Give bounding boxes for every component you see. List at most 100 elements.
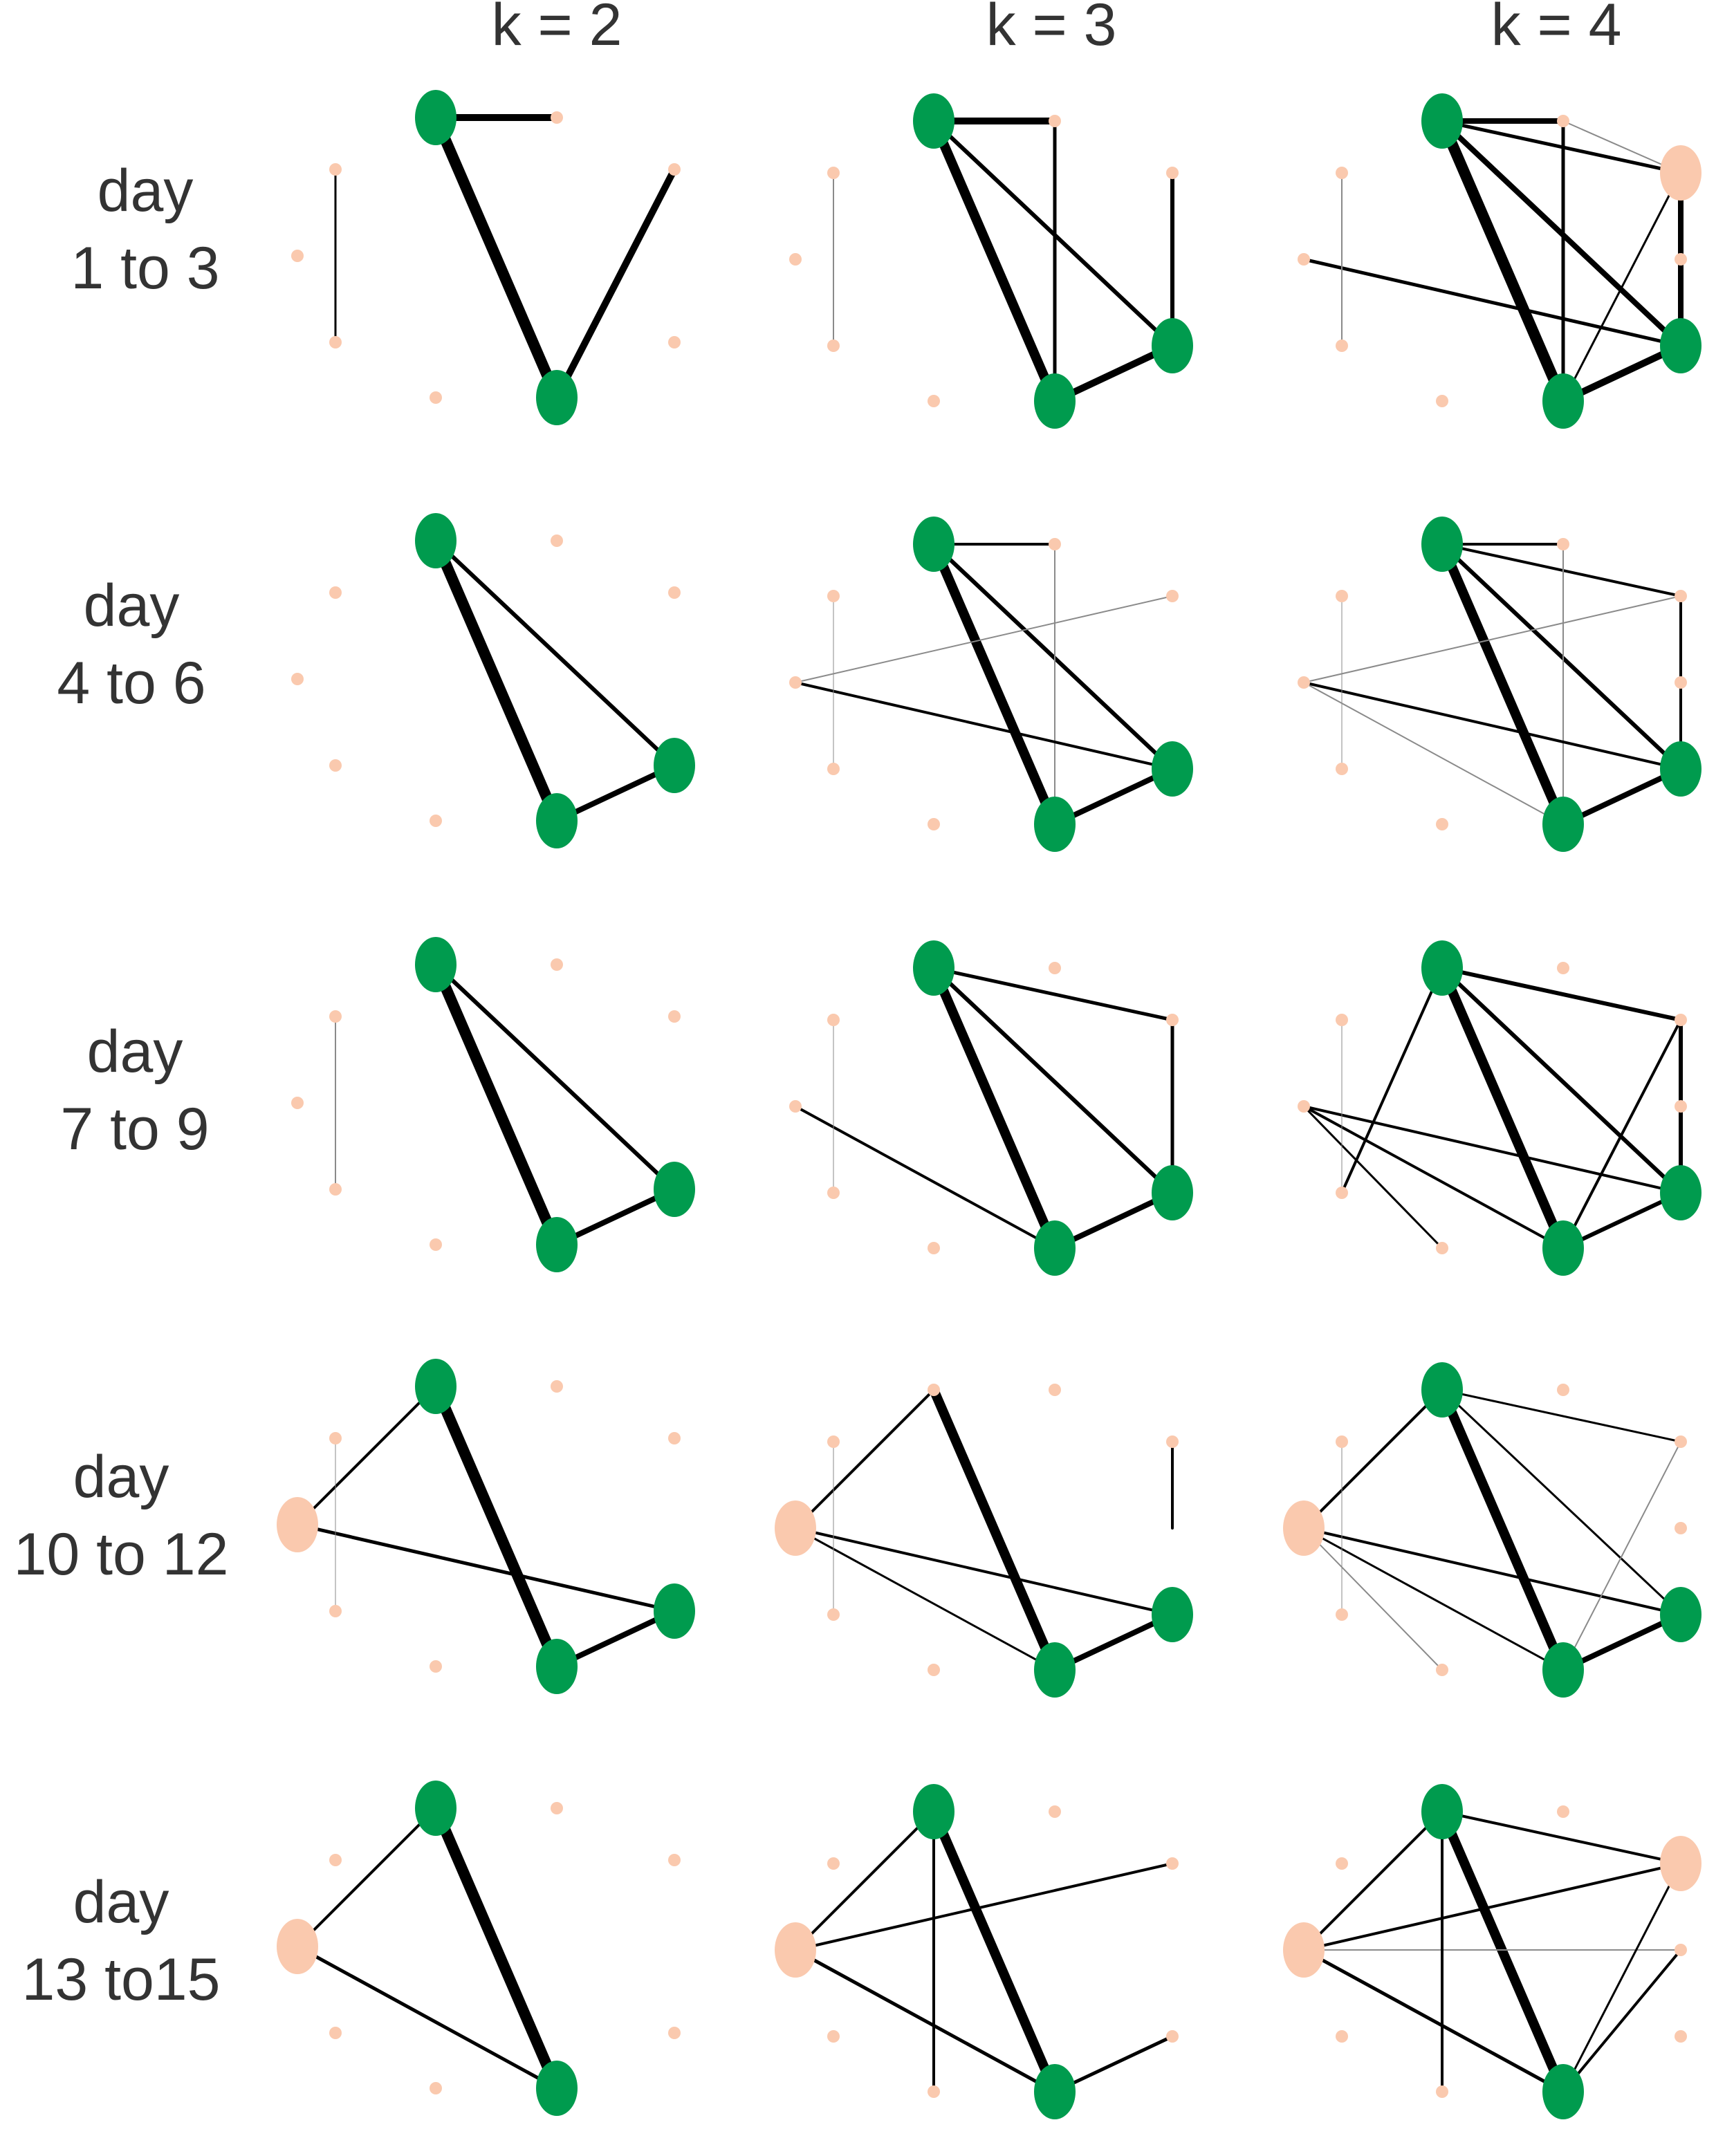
- peripheral-node-k2-0-2: [668, 163, 681, 176]
- peripheral-node-k2-2-1: [551, 958, 563, 971]
- hub-node-k3-4-4: [1034, 2064, 1076, 2119]
- peripheral-node-k3-0-5: [928, 395, 940, 407]
- peripheral-node-k4-1-5: [1436, 818, 1448, 830]
- edge-k2-4-0: [430, 1803, 562, 2094]
- hub-node-k3-1-4: [1034, 797, 1076, 852]
- edge-k4-1-1: [1437, 539, 1568, 829]
- edge-k2-1-2: [554, 763, 677, 824]
- hub-node-k3-2-3: [1152, 1165, 1193, 1220]
- edge-k4-2-0: [1440, 966, 1683, 1022]
- edge-k3-2-2: [932, 966, 1174, 1195]
- peripheral-node-k4-1-9: [1675, 676, 1687, 689]
- row-label-day-10-to-12: day 10 to 12: [0, 1438, 259, 1593]
- edge-k4-1-9: [1303, 682, 1564, 825]
- edge-k3-0-1: [929, 116, 1060, 406]
- peripheral-node-k3-4-5: [928, 2085, 940, 2098]
- edge-k2-4-2: [295, 1944, 559, 2090]
- hub-node-k4-3-4: [1542, 1642, 1584, 1698]
- peripheral-node-k4-4-6: [1336, 2030, 1348, 2043]
- peripheral-node-k3-1-1: [1049, 538, 1061, 550]
- peripheral-node-k3-2-1: [1049, 962, 1061, 974]
- edge-k3-1-1: [929, 539, 1060, 829]
- peripheral-node-k4-3-6: [1336, 1608, 1348, 1621]
- edge-k3-2-4: [1052, 1190, 1175, 1251]
- peripheral-node-k3-0-8: [789, 253, 802, 266]
- peripheral-node-k2-2-6: [329, 1183, 342, 1196]
- edge-k3-3-4: [1052, 1612, 1175, 1673]
- edge-k3-3-2: [794, 1527, 1174, 1616]
- peripheral-node-k2-4-1: [551, 1802, 563, 1814]
- edge-k4-2-1: [1437, 963, 1568, 1253]
- edge-k3-3-1: [794, 1388, 935, 1530]
- peripheral-node-k2-4-8: [277, 1919, 318, 1974]
- hub-node-k2-3-4: [536, 1639, 578, 1694]
- edge-k3-4-0: [929, 1807, 1060, 2097]
- hub-node-k4-0-4: [1542, 373, 1584, 429]
- hub-node-k3-4-0: [913, 1784, 954, 1839]
- row-label-line1: day: [86, 1019, 183, 1085]
- peripheral-node-k2-2-7: [329, 1010, 342, 1023]
- hub-node-k2-2-0: [415, 937, 456, 992]
- peripheral-node-k4-3-2: [1675, 1435, 1687, 1448]
- edge-k4-2-5: [1561, 1191, 1683, 1250]
- edge-k2-3-1: [296, 1385, 437, 1526]
- peripheral-node-k4-3-1: [1557, 1384, 1569, 1396]
- peripheral-node-k3-1-7: [827, 590, 840, 602]
- peripheral-node-k4-2-9: [1675, 1100, 1687, 1113]
- peripheral-node-k2-4-7: [329, 1854, 342, 1866]
- hub-node-k2-1-3: [654, 738, 695, 793]
- peripheral-node-k2-0-5: [430, 391, 442, 404]
- edge-k4-4-4: [1302, 1948, 1565, 2094]
- peripheral-node-k2-1-7: [329, 586, 342, 599]
- edge-k4-3-4: [1302, 1527, 1682, 1616]
- peripheral-node-k4-2-6: [1336, 1187, 1348, 1199]
- peripheral-node-k2-1-1: [551, 535, 563, 547]
- hub-node-k3-0-3: [1152, 318, 1193, 373]
- hub-node-k3-1-0: [913, 517, 954, 572]
- hub-node-k2-1-4: [536, 793, 578, 848]
- peripheral-node-k2-3-1: [551, 1380, 563, 1393]
- peripheral-node-k3-3-2: [1166, 1435, 1179, 1448]
- edge-k4-4-0: [1437, 1807, 1568, 2097]
- peripheral-node-k3-3-5: [928, 1664, 940, 1676]
- hub-node-k4-1-4: [1542, 797, 1584, 852]
- peripheral-node-k2-1-8: [291, 673, 304, 685]
- edge-k3-1-5: [794, 681, 1174, 770]
- edge-k3-2-1: [929, 963, 1060, 1253]
- peripheral-node-k3-1-8: [789, 676, 802, 689]
- peripheral-node-k3-2-6: [827, 1187, 840, 1199]
- peripheral-node-k2-3-7: [329, 1432, 342, 1444]
- peripheral-node-k4-1-1: [1557, 538, 1569, 550]
- row-label-day-7-to-9: day 7 to 9: [0, 1013, 273, 1168]
- edge-k4-0-8: [1560, 342, 1684, 405]
- peripheral-node-k3-1-2: [1166, 590, 1179, 602]
- edge-k3-4-2: [794, 1862, 1174, 1951]
- peripheral-node-k4-3-9: [1675, 1522, 1687, 1534]
- peripheral-node-k2-3-8: [277, 1497, 318, 1552]
- edge-k4-3-1: [1441, 1388, 1682, 1443]
- peripheral-node-k2-2-5: [430, 1238, 442, 1251]
- row-label-line2: 13 to15: [21, 1946, 221, 2013]
- edge-k4-4-2: [1302, 1810, 1444, 1951]
- peripheral-node-k4-0-8: [1298, 253, 1310, 266]
- peripheral-node-k4-0-2: [1660, 145, 1701, 201]
- edge-k2-3-2: [295, 1523, 676, 1613]
- edge-k4-1-8: [1303, 595, 1681, 683]
- peripheral-node-k3-4-3: [1166, 2030, 1179, 2043]
- peripheral-node-k3-4-1: [1049, 1805, 1061, 1818]
- edge-k4-1-7: [1302, 681, 1682, 770]
- peripheral-node-k3-3-6: [827, 1608, 840, 1621]
- peripheral-node-k2-3-2: [668, 1432, 681, 1444]
- peripheral-node-k4-1-8: [1298, 676, 1310, 689]
- peripheral-node-k3-4-6: [827, 2030, 840, 2043]
- peripheral-node-k4-0-7: [1336, 167, 1348, 179]
- hub-node-k3-3-3: [1152, 1587, 1193, 1642]
- hub-node-k4-4-4: [1542, 2064, 1584, 2119]
- edge-k4-4-8: [1562, 1949, 1682, 2093]
- edge-k3-1-4: [1052, 766, 1175, 827]
- peripheral-node-k4-0-9: [1675, 253, 1687, 266]
- peripheral-node-k3-4-8: [775, 1922, 816, 1978]
- row-label-line2: 10 to 12: [13, 1521, 229, 1588]
- peripheral-node-k4-2-1: [1557, 962, 1569, 974]
- hub-node-k2-0-4: [536, 370, 578, 425]
